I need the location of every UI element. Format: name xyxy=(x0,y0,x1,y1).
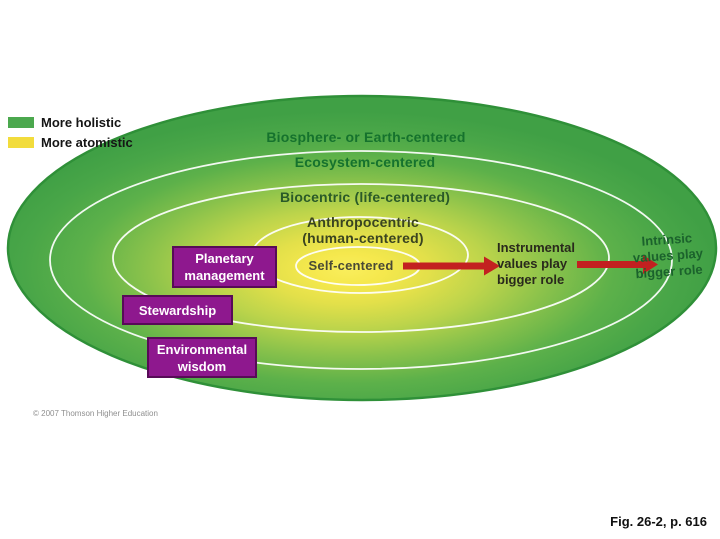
ring-biocentric xyxy=(112,183,610,333)
copyright-text: © 2007 Thomson Higher Education xyxy=(33,409,158,418)
ring-label-biocentric: Biocentric (life-centered) xyxy=(279,189,451,205)
ring-label-anthropocentric: Anthropocentric (human-centered) xyxy=(302,214,424,246)
ring-label-ecosystem: Ecosystem-centered xyxy=(294,154,436,170)
holistic-swatch-icon xyxy=(8,116,34,128)
environmental-wisdom-box: Environmental wisdom xyxy=(147,337,257,378)
ring-ecosystem xyxy=(49,150,673,370)
figure-reference: Fig. 26-2, p. 616 xyxy=(610,514,707,529)
atomistic-swatch-icon xyxy=(8,136,34,148)
intrinsic-values-note: Intrinsic values play bigger role xyxy=(632,230,704,282)
instrumental-values-note: Instrumental values play bigger role xyxy=(497,240,576,287)
legend-row-holistic: More holistic xyxy=(8,112,133,132)
legend: More holistic More atomistic xyxy=(8,112,133,152)
stewardship-box: Stewardship xyxy=(122,295,233,325)
planetary-management-box: Planetary management xyxy=(172,246,277,288)
ring-label-self-centered: Self-centered xyxy=(308,258,394,273)
ring-label-biosphere: Biosphere- or Earth-centered xyxy=(266,129,466,145)
intrinsic-arrow xyxy=(577,255,658,274)
legend-row-atomistic: More atomistic xyxy=(8,132,133,152)
holistic-label: More holistic xyxy=(41,114,122,130)
atomistic-label: More atomistic xyxy=(41,134,133,150)
instrumental-arrow xyxy=(403,256,500,276)
